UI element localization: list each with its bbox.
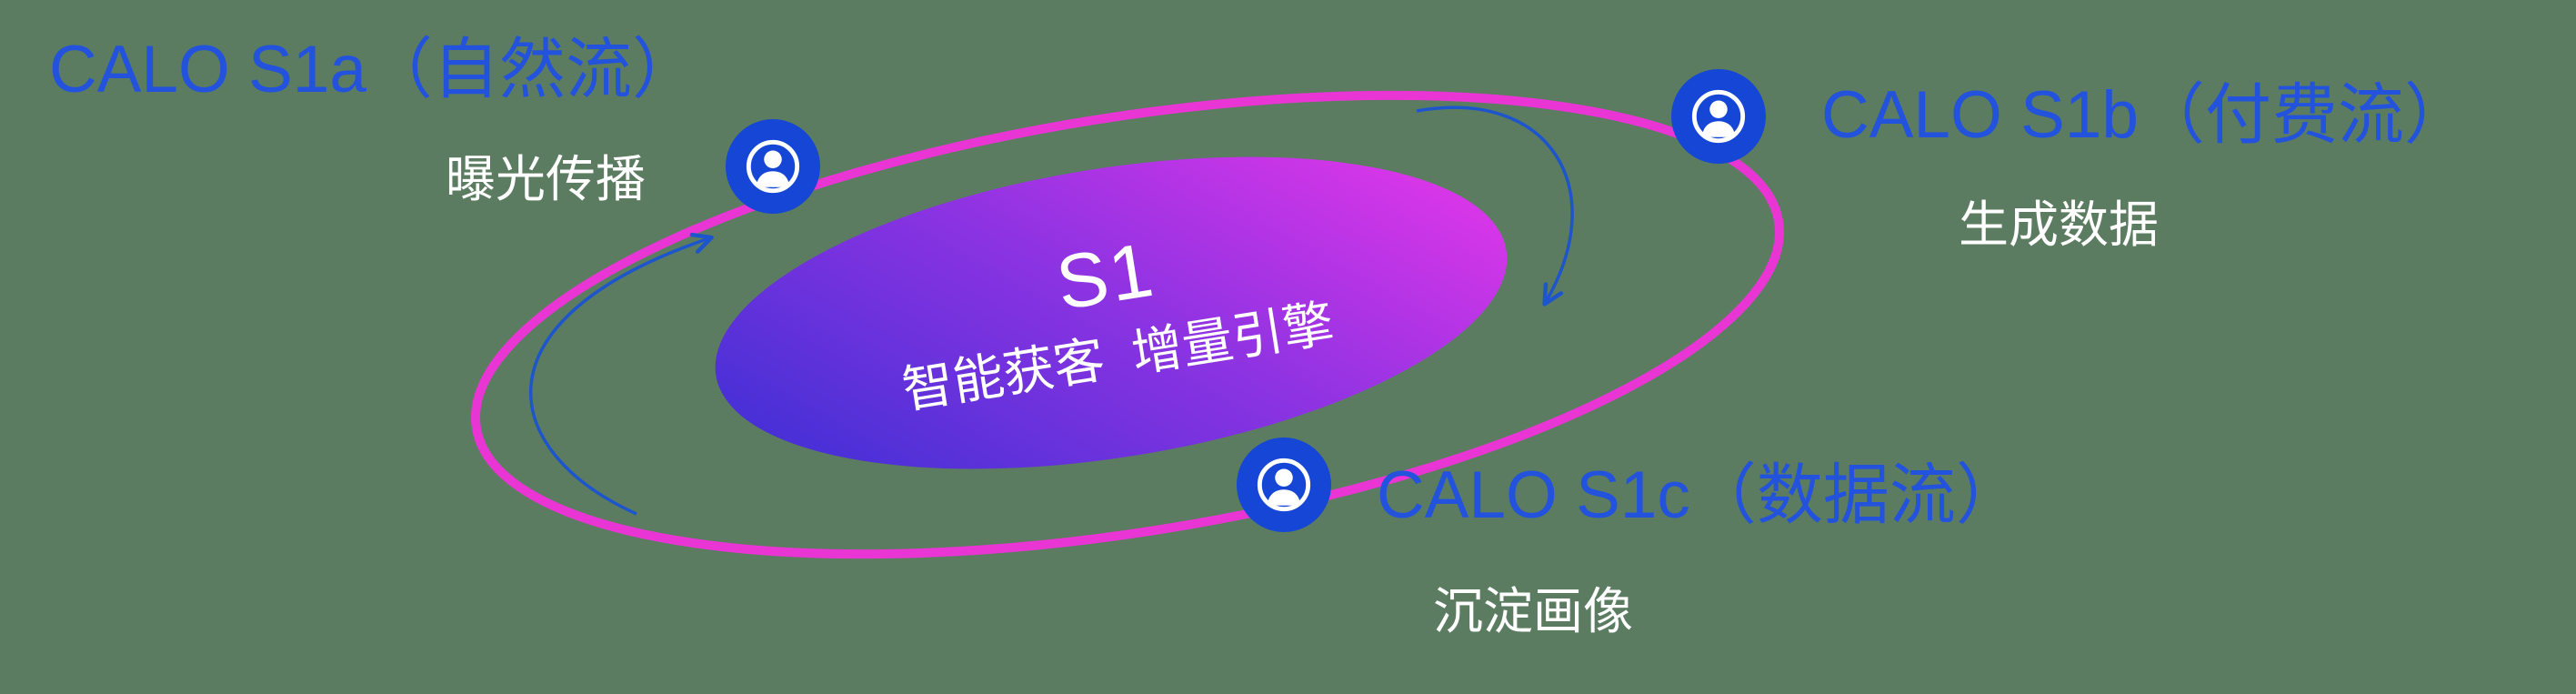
user-icon: [1237, 438, 1331, 532]
node-subtitle-s1b: 生成数据: [1959, 196, 2160, 253]
flow-arrow-right: [1416, 106, 1574, 307]
node-subtitle-s1c: 沉淀画像: [1433, 583, 1634, 639]
node-title-s1b: CALO S1b（付费流）: [1821, 78, 2471, 152]
user-icon-glyph: [1691, 89, 1746, 144]
node-subtitle-s1a: 曝光传播: [446, 151, 647, 207]
orbit-ring: [471, 90, 1784, 559]
user-icon: [726, 119, 820, 214]
user-icon-glyph: [746, 139, 800, 194]
node-title-s1c: CALO S1c（数据流）: [1377, 458, 2022, 532]
flow-arrow-left: [529, 232, 714, 516]
user-icon-glyph: [1257, 458, 1311, 512]
core-title: S1: [1050, 226, 1160, 327]
user-icon: [1671, 69, 1766, 164]
node-title-s1a: CALO S1a（自然流）: [49, 33, 698, 106]
